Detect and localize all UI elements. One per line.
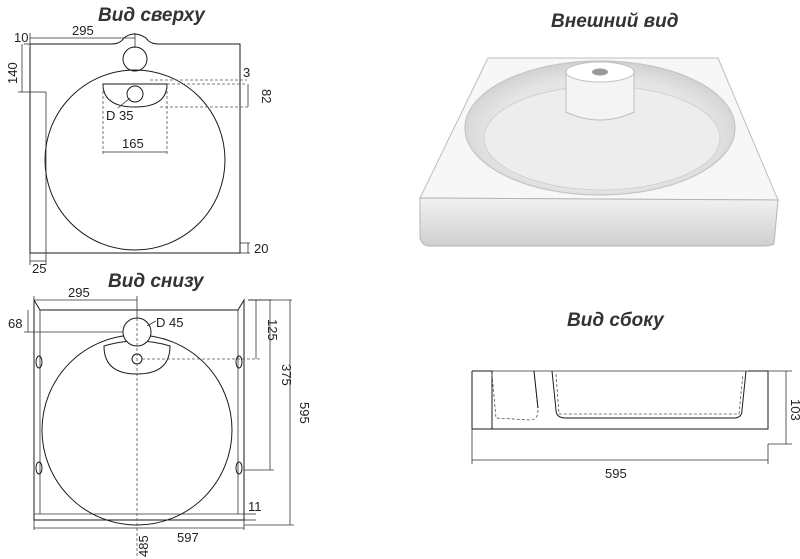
side-view: Вид сбоку 103 595 — [471, 310, 800, 481]
dim-label: 103 — [788, 399, 800, 421]
dim-label: 595 — [605, 466, 627, 481]
exterior-front-face — [419, 197, 779, 247]
top-view-outline — [29, 33, 241, 254]
exterior-view: Внешний вид — [419, 11, 779, 247]
exterior-drain-hole — [592, 68, 608, 76]
bottom-view-overflow-hole — [122, 317, 152, 347]
top-view-drain-hole — [126, 85, 144, 103]
dim-label: D 35 — [106, 108, 133, 123]
top-view-bowl — [44, 69, 226, 251]
dim-label: 25 — [32, 261, 46, 276]
bottom-view-title: Вид снизу — [108, 271, 205, 292]
dim-label: 140 — [5, 62, 20, 84]
dim-label: 295 — [72, 23, 94, 38]
top-view: Вид сверху 295 10 140 3 82 D 35 — [5, 5, 274, 276]
dim-label: 82 — [259, 89, 274, 103]
dim-label: 11 — [248, 499, 262, 514]
dim-label: 68 — [8, 316, 22, 331]
dim-label: 375 — [279, 364, 294, 386]
bottom-view: Вид снизу 295 68 D 45 125 — [8, 271, 312, 557]
dim-label: 485 — [136, 535, 151, 557]
side-view-bowl-profile — [551, 370, 747, 419]
side-view-title: Вид сбоку — [567, 310, 665, 331]
side-view-outline — [472, 370, 769, 430]
exterior-drain-tower — [565, 71, 635, 121]
dim-label: 10 — [14, 30, 28, 45]
exterior-view-title: Внешний вид — [551, 11, 679, 32]
top-view-title: Вид сверху — [98, 5, 206, 26]
top-view-drain-seat — [102, 83, 168, 108]
dim-label: 3 — [243, 65, 250, 80]
dim-label: 125 — [265, 319, 280, 341]
dim-label: 595 — [297, 402, 312, 424]
dim-label: 597 — [177, 530, 199, 545]
dim-label: 165 — [122, 136, 144, 151]
top-view-overflow-hole — [122, 46, 148, 72]
dim-label: 295 — [68, 285, 90, 300]
dim-label: 20 — [254, 241, 268, 256]
dim-label: D 45 — [156, 315, 183, 330]
